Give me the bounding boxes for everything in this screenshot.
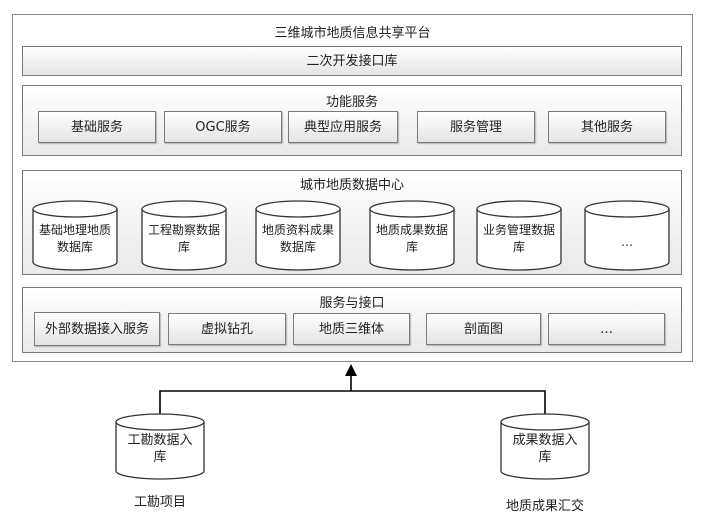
data-center-title: 城市地质数据中心 bbox=[299, 178, 404, 193]
geo-results-caption: 地质成果汇交 bbox=[505, 499, 584, 514]
database-label-business: 业务管理数据库 bbox=[482, 223, 555, 254]
survey-project-caption: 工勘项目 bbox=[133, 495, 186, 510]
data-center-panel bbox=[22, 170, 682, 275]
database-label-geo-results: 地质成果数据库 bbox=[375, 223, 448, 254]
survey-data-cylinder bbox=[115, 413, 205, 480]
geo-3d-body-box[interactable]: 地质三维体 bbox=[293, 313, 410, 345]
survey-data-label: 工勘数据入库 bbox=[127, 433, 193, 465]
service-management-box[interactable]: 服务管理 bbox=[417, 111, 535, 143]
results-data-cylinder bbox=[500, 413, 590, 480]
function-services-title: 功能服务 bbox=[325, 95, 378, 110]
basic-service-box[interactable]: 基础服务 bbox=[38, 111, 156, 143]
virtual-borehole-box[interactable]: 虚拟钻孔 bbox=[168, 313, 286, 345]
up-arrow-icon bbox=[345, 364, 357, 376]
services-interfaces-title: 服务与接口 bbox=[319, 296, 385, 311]
database-label-engineering: 工程勘察数据库 bbox=[147, 223, 220, 254]
database-cylinder-engineering bbox=[141, 200, 227, 271]
database-cylinder-business bbox=[476, 200, 562, 271]
typical-app-service-box[interactable]: 典型应用服务 bbox=[288, 111, 398, 143]
database-cylinder-more bbox=[584, 200, 670, 271]
ogc-service-box[interactable]: OGC服务 bbox=[164, 111, 282, 143]
results-data-label: 成果数据入库 bbox=[512, 433, 578, 465]
database-label-geo-materials: 地质资料成果数据库 bbox=[261, 223, 334, 254]
external-data-access-box[interactable]: 外部数据接入服务 bbox=[34, 312, 160, 346]
profile-map-box[interactable]: 剖面图 bbox=[426, 313, 541, 345]
platform-title: 三维城市地质信息共享平台 bbox=[274, 26, 431, 41]
database-cylinder-basic-geo bbox=[32, 200, 118, 271]
database-cylinder-geo-results bbox=[369, 200, 455, 271]
other-service-box[interactable]: 其他服务 bbox=[548, 111, 666, 143]
database-cylinder-geo-materials bbox=[255, 200, 341, 271]
database-label-more: … bbox=[621, 235, 633, 249]
more-services-box[interactable]: … bbox=[548, 313, 665, 345]
api-library-bar[interactable]: 二次开发接口库 bbox=[22, 46, 682, 76]
database-label-basic-geo: 基础地理地质数据库 bbox=[38, 223, 111, 254]
